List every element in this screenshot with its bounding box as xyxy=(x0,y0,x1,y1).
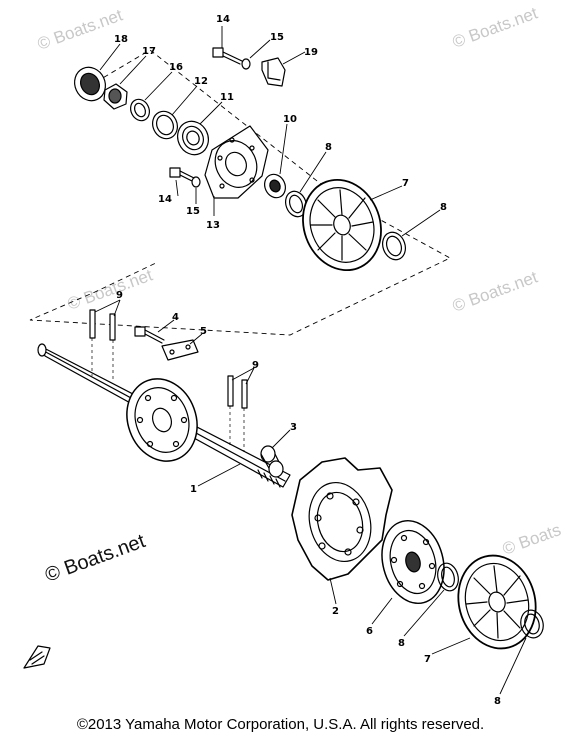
end-cap-part xyxy=(74,66,106,102)
bracket-part xyxy=(161,339,199,361)
spacer-plate-part xyxy=(381,519,445,605)
ring-part xyxy=(130,98,150,122)
pins-a-part xyxy=(89,309,116,341)
callout-19: 19 xyxy=(304,47,318,58)
bearing-part xyxy=(177,120,209,156)
callout-9-b: 9 xyxy=(252,360,259,371)
bearing-housing-part xyxy=(204,125,269,199)
assembly-outline-dashed xyxy=(29,49,451,336)
callout-8-lower-a: 8 xyxy=(398,638,405,649)
callout-1: 1 xyxy=(190,484,197,495)
callout-5: 5 xyxy=(200,326,207,337)
callout-7-upper: 7 xyxy=(402,178,409,189)
decal-mark xyxy=(23,645,51,669)
ring-upper-a-part xyxy=(285,190,307,218)
callout-2: 2 xyxy=(332,606,339,617)
callout-15-side: 15 xyxy=(186,206,200,217)
callout-6: 6 xyxy=(366,626,373,637)
watermark-top-left: © Boats.net xyxy=(35,5,125,53)
ring-upper-b-part xyxy=(382,231,406,261)
callout-8-lower-b: 8 xyxy=(494,696,501,707)
watermark-main: © Boats.net xyxy=(42,530,148,587)
callout-16: 16 xyxy=(169,62,183,73)
ring-lower-b-part xyxy=(520,609,544,639)
drive-plate-part xyxy=(126,378,198,462)
watermark-bottom-right: © Boats.net xyxy=(500,510,561,558)
callout-18: 18 xyxy=(114,34,128,45)
watermark-top-right: © Boats.net xyxy=(450,3,540,51)
callout-14-side: 14 xyxy=(158,194,172,205)
sprocket-part xyxy=(291,457,393,581)
callout-15-top: 15 xyxy=(270,32,284,43)
clip-bracket-part xyxy=(261,57,286,87)
callout-12: 12 xyxy=(194,76,208,87)
bolt-top-part xyxy=(212,47,243,65)
ring-lower-a-part xyxy=(437,562,459,592)
callout-10: 10 xyxy=(283,114,297,125)
watermark-mid-left: © Boats.net xyxy=(65,265,155,313)
washer-side-part xyxy=(191,176,201,188)
leader-lines xyxy=(94,26,527,695)
wheel-upper-part xyxy=(302,178,382,272)
callout-3: 3 xyxy=(290,422,297,433)
seal-part xyxy=(264,173,286,199)
callout-13: 13 xyxy=(206,220,220,231)
washer-top-part xyxy=(241,58,251,70)
bolt-side-part xyxy=(169,167,195,182)
callout-9-a: 9 xyxy=(116,290,123,301)
watermark-mid-right: © Boats.net xyxy=(450,267,540,315)
circlip-part xyxy=(152,110,178,140)
callout-8-upper-b: 8 xyxy=(440,202,447,213)
wheel-lower-part xyxy=(457,554,537,650)
copyright-notice: ©2013 Yamaha Motor Corporation, U.S.A. A… xyxy=(76,716,485,733)
callout-11: 11 xyxy=(220,92,234,103)
nut-part xyxy=(103,83,128,110)
collar-part xyxy=(260,445,284,478)
callout-4: 4 xyxy=(172,312,179,323)
alignment-lines xyxy=(91,338,245,452)
callout-8-upper-a: 8 xyxy=(325,142,332,153)
callout-14-top: 14 xyxy=(216,14,230,25)
pins-b-part xyxy=(227,375,248,409)
callout-17: 17 xyxy=(142,46,156,57)
callout-7-lower: 7 xyxy=(424,654,431,665)
bolt-mid-part xyxy=(134,326,165,344)
